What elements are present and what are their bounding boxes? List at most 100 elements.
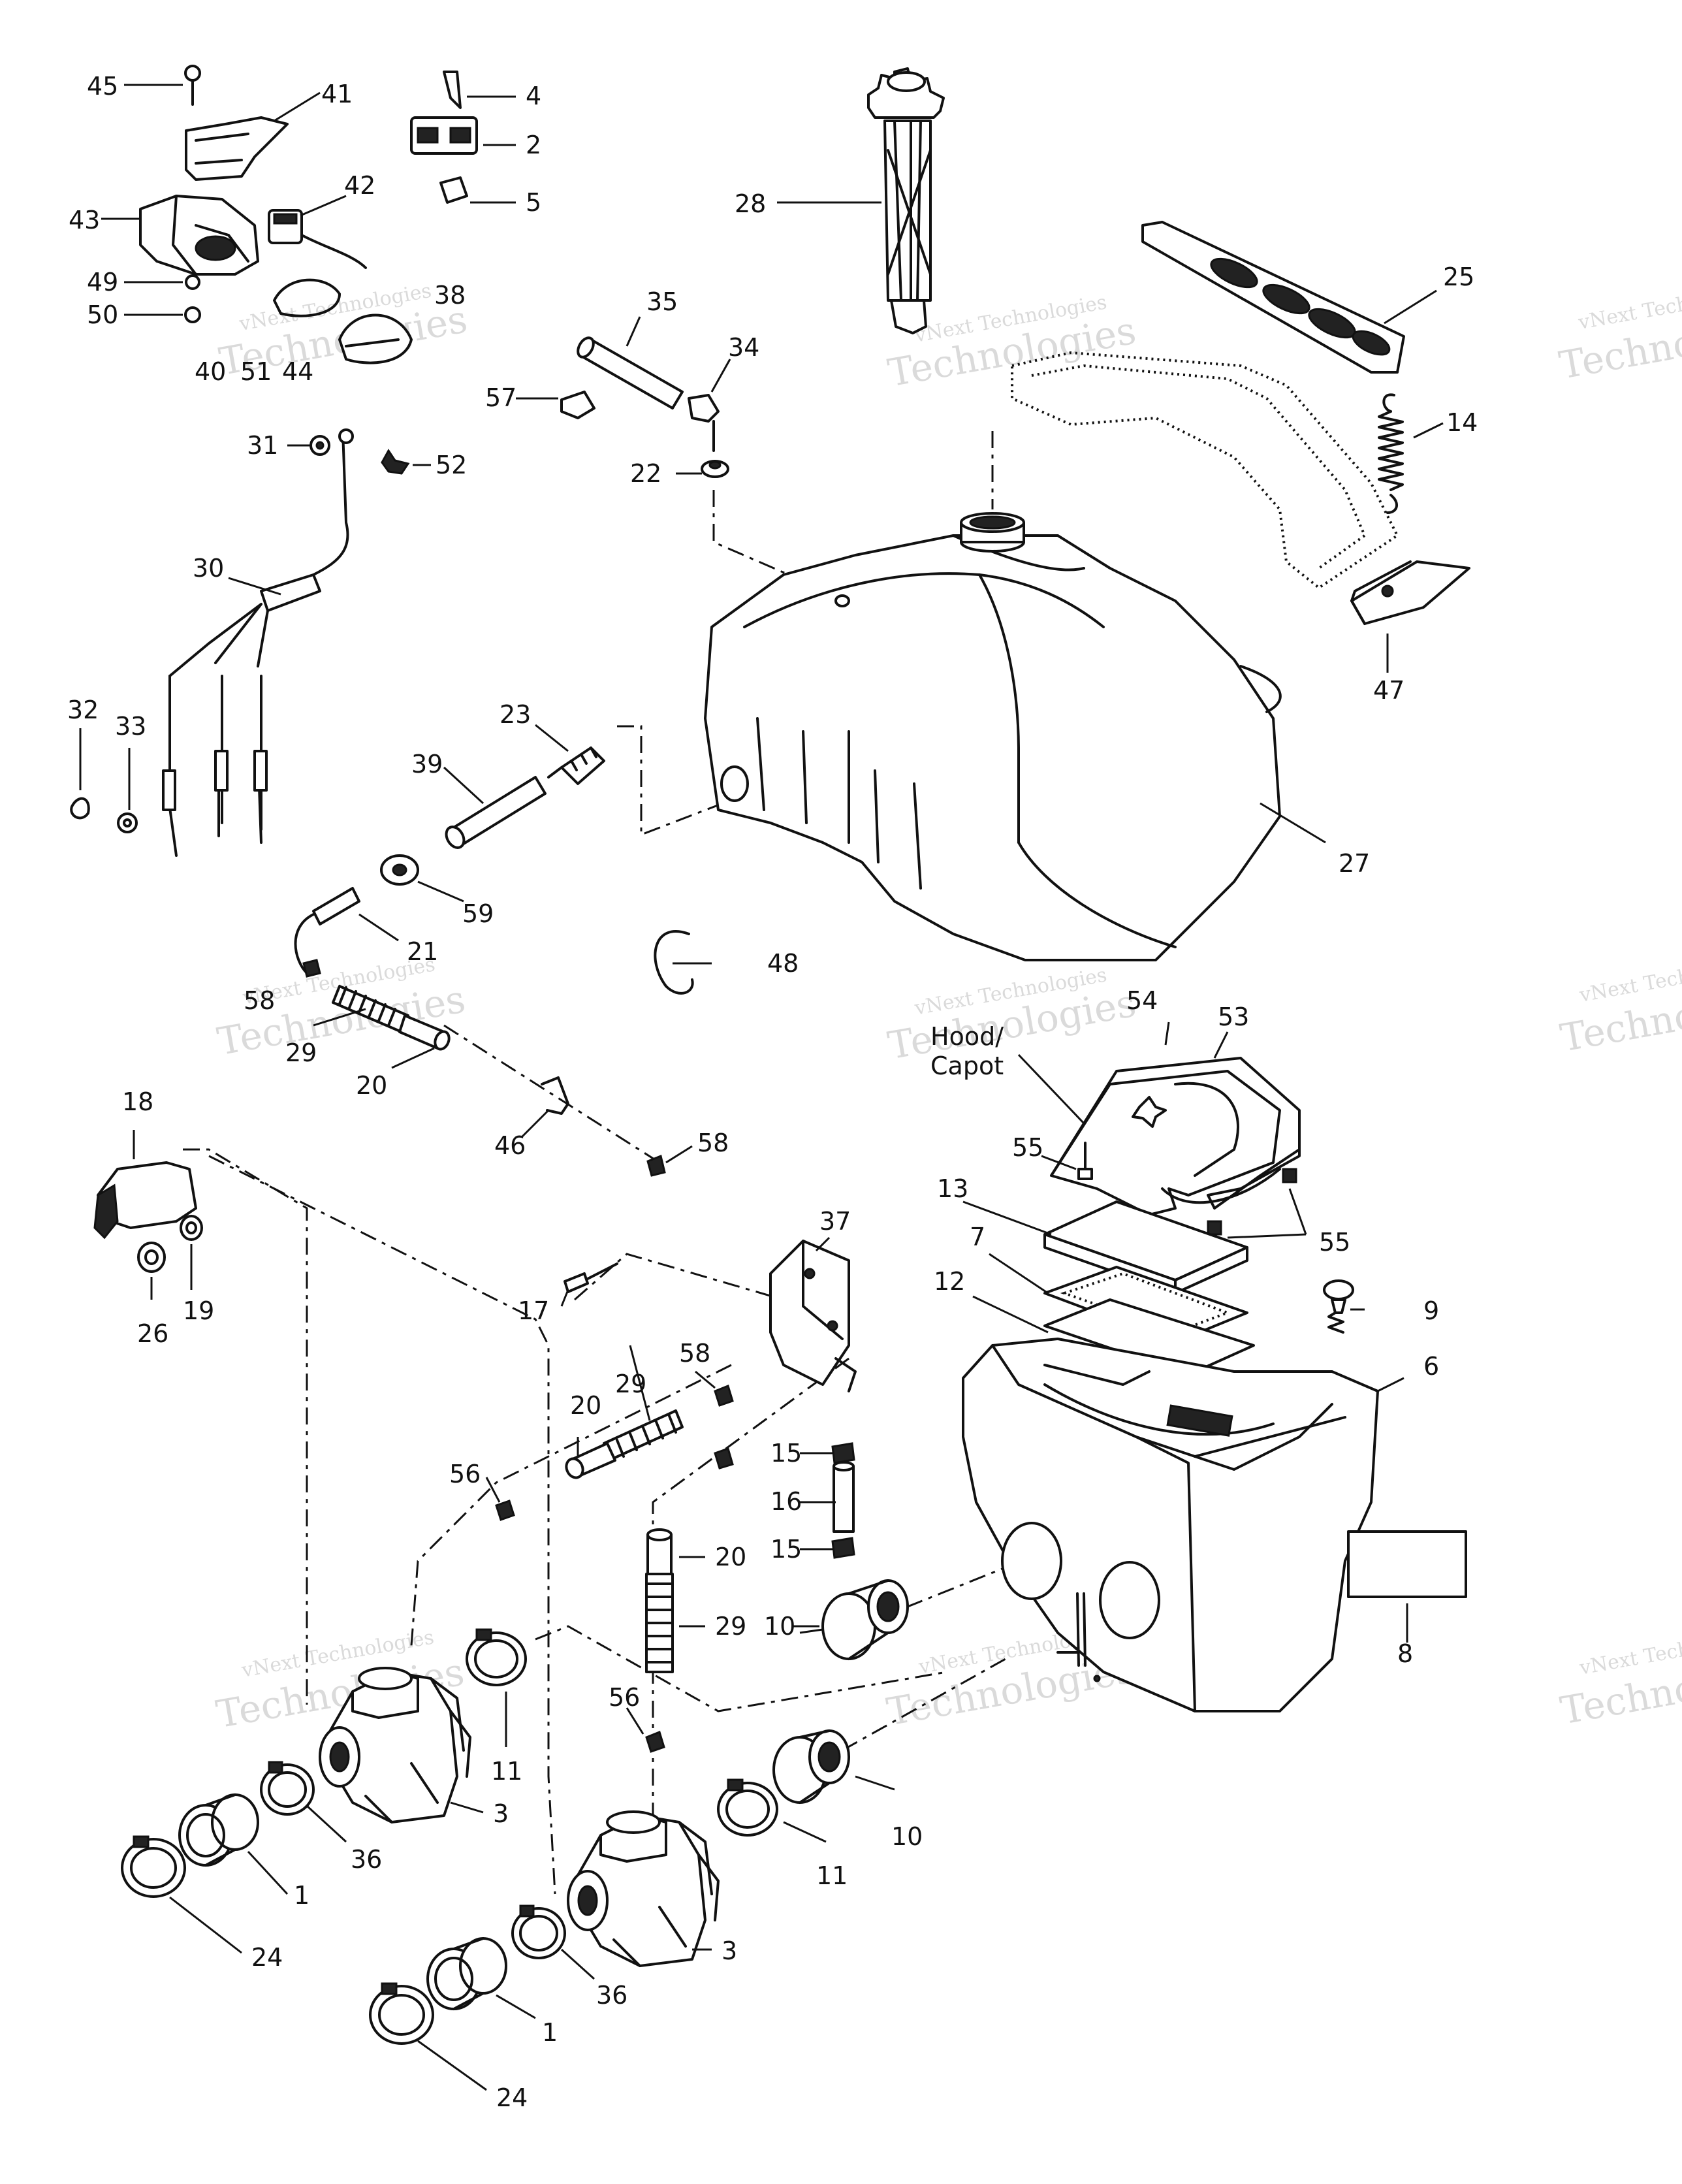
label-3: 3 bbox=[493, 1799, 509, 1828]
label-19: 19 bbox=[183, 1296, 214, 1325]
watermark: vNext Technologies Technologies bbox=[1556, 278, 1682, 388]
washer-19 bbox=[180, 1215, 203, 1241]
bracket-41 bbox=[185, 116, 289, 181]
label-36: 36 bbox=[596, 1981, 627, 2010]
label-47: 47 bbox=[1373, 676, 1404, 705]
bracket-47 bbox=[1350, 560, 1470, 625]
label-37: 37 bbox=[819, 1207, 851, 1236]
filler-neck bbox=[960, 512, 1025, 553]
fitting-23 bbox=[547, 747, 605, 785]
nut-31 bbox=[309, 435, 330, 456]
label-58: 58 bbox=[244, 986, 275, 1015]
label-26: 26 bbox=[137, 1319, 168, 1348]
switch-parts-38-44 bbox=[273, 278, 413, 364]
primer-18 bbox=[93, 1161, 197, 1240]
leader-lines bbox=[79, 84, 1444, 2091]
label-decal-8 bbox=[1347, 1530, 1467, 1598]
label-2: 2 bbox=[526, 131, 541, 159]
fuel-gauge-28 bbox=[867, 67, 945, 334]
assembly-lines bbox=[183, 431, 1124, 1895]
washer-33 bbox=[117, 812, 138, 833]
clamp-58 bbox=[646, 1154, 666, 1177]
clamp-58 bbox=[714, 1385, 734, 1407]
label-35: 35 bbox=[646, 287, 678, 316]
label-55: 55 bbox=[1319, 1228, 1350, 1257]
label-20: 20 bbox=[356, 1071, 387, 1100]
clip-32 bbox=[70, 797, 90, 820]
clamp-15 bbox=[831, 1537, 855, 1559]
label-48: 48 bbox=[767, 949, 799, 978]
hose-20 bbox=[398, 1014, 451, 1051]
label-11: 11 bbox=[491, 1757, 522, 1786]
hose-clamp-36 bbox=[511, 1904, 566, 1959]
label-1: 1 bbox=[542, 2018, 558, 2047]
label-7: 7 bbox=[970, 1223, 985, 1251]
label-42: 42 bbox=[344, 171, 375, 200]
label-18: 18 bbox=[122, 1087, 153, 1116]
nut-26 bbox=[137, 1242, 166, 1273]
hose-39 bbox=[445, 776, 547, 849]
label-20: 20 bbox=[715, 1543, 746, 1571]
label-3: 3 bbox=[722, 1936, 737, 1965]
hose-clamp-24 bbox=[121, 1835, 186, 1898]
hose-spring-29 bbox=[603, 1409, 684, 1461]
label-25: 25 bbox=[1443, 263, 1474, 291]
label-55: 55 bbox=[1012, 1133, 1043, 1162]
rubber-sleeve-1 bbox=[426, 1937, 507, 2010]
label-23: 23 bbox=[500, 700, 531, 729]
hose-clamp-36 bbox=[260, 1761, 315, 1816]
fuel-tank-27 bbox=[704, 534, 1282, 961]
label-30: 30 bbox=[193, 554, 224, 583]
label-17: 17 bbox=[518, 1296, 549, 1325]
label-49: 49 bbox=[87, 268, 118, 297]
label-6: 6 bbox=[1423, 1352, 1439, 1381]
label-45: 45 bbox=[87, 72, 118, 101]
label-12: 12 bbox=[934, 1267, 965, 1296]
cap-52 bbox=[381, 449, 410, 475]
watermarks: vNext Technologies Technologies vNext Te… bbox=[213, 278, 1682, 1737]
hose-16 bbox=[833, 1461, 855, 1533]
adaptor-10 bbox=[821, 1579, 909, 1660]
clamp-15 bbox=[831, 1442, 855, 1464]
watermark: vNext Technologies Technologies bbox=[1557, 1624, 1682, 1733]
hose-clamp-24 bbox=[369, 1982, 434, 2045]
label-29: 29 bbox=[285, 1038, 317, 1067]
label-36: 36 bbox=[351, 1845, 382, 1874]
label-58: 58 bbox=[697, 1129, 729, 1157]
label-15: 15 bbox=[770, 1439, 802, 1468]
clamp-58 bbox=[714, 1447, 734, 1469]
spring-14 bbox=[1378, 393, 1404, 514]
watermark: vNext Technologies Technologies bbox=[885, 963, 1139, 1068]
screw-55 bbox=[1077, 1142, 1093, 1180]
clamp-48 bbox=[654, 930, 694, 995]
label-29: 29 bbox=[615, 1370, 646, 1398]
clamp-56 bbox=[495, 1500, 515, 1521]
hood-capot-label-line1: Hood/ bbox=[930, 1022, 1004, 1051]
clamp-56 bbox=[645, 1731, 665, 1753]
label-22: 22 bbox=[630, 459, 661, 488]
label-29: 29 bbox=[715, 1612, 746, 1641]
screw-45 bbox=[184, 65, 201, 106]
label-9: 9 bbox=[1423, 1296, 1439, 1325]
label-56: 56 bbox=[449, 1460, 481, 1488]
hidden-gasket-outline bbox=[1011, 351, 1399, 590]
part-labels: 45 41 4 2 5 43 42 49 50 38 40 51 44 31 5… bbox=[67, 72, 1478, 2112]
screw-55 bbox=[1282, 1168, 1297, 1183]
label-58: 58 bbox=[679, 1339, 710, 1368]
label-53: 53 bbox=[1218, 1003, 1249, 1031]
silencer-cover-53 bbox=[1050, 1057, 1301, 1216]
carburetor-3 bbox=[319, 1667, 471, 1823]
fitting-21 bbox=[294, 887, 360, 974]
hood-capot-label-line2: Capot bbox=[930, 1052, 1004, 1080]
label-50: 50 bbox=[87, 300, 118, 329]
clip-46 bbox=[541, 1076, 569, 1115]
label-34: 34 bbox=[728, 333, 759, 362]
label-5: 5 bbox=[526, 188, 541, 217]
label-14: 14 bbox=[1446, 408, 1478, 437]
nut-50 bbox=[184, 306, 201, 323]
label-41: 41 bbox=[321, 80, 353, 108]
connector-pieces-2-4-5 bbox=[410, 71, 478, 204]
label-52: 52 bbox=[436, 451, 467, 479]
label-31: 31 bbox=[247, 431, 278, 460]
cap-57 bbox=[560, 391, 595, 419]
